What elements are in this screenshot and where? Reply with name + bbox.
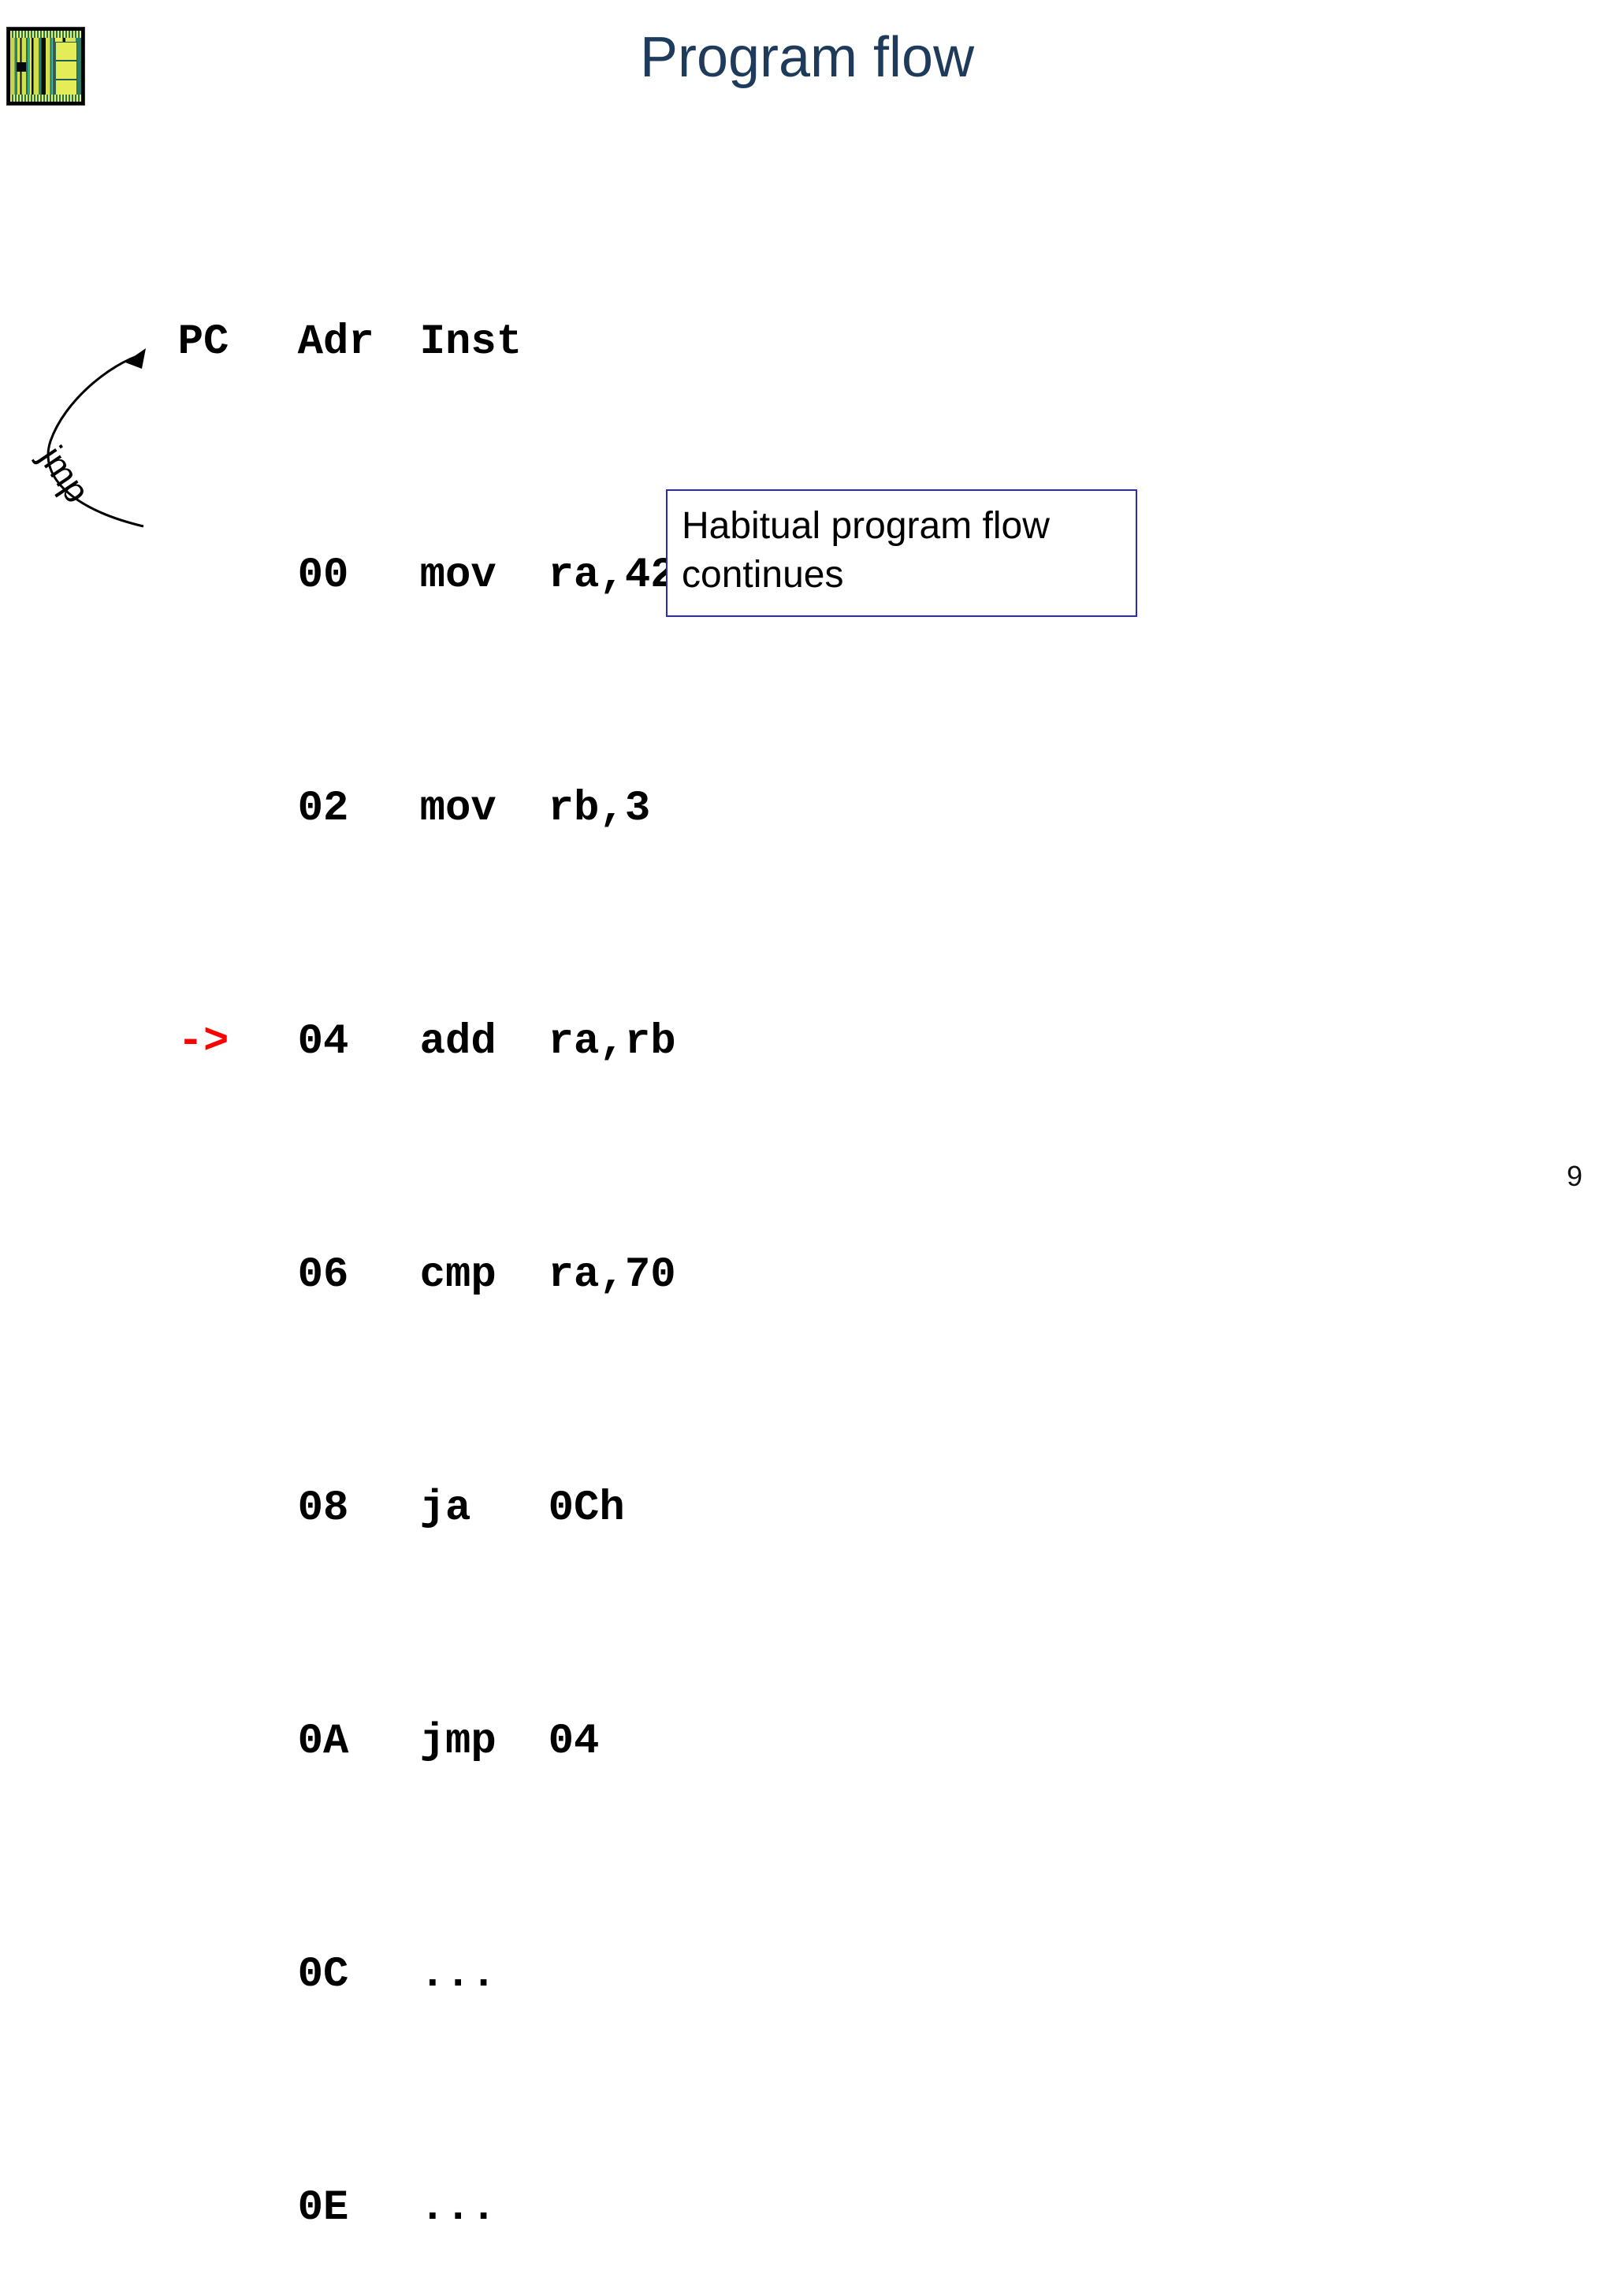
row-operands: 04 [548,1718,600,1766]
row-address: 0E [297,2184,349,2232]
row-mnemonic: mov [419,785,496,833]
row-address: 00 [297,552,349,600]
row-mnemonic: add [419,1018,496,1066]
row-address: 02 [297,785,349,833]
listing-row-current: -> 04 add ra,rb [76,955,676,1066]
row-mnemonic: ... [419,2184,496,2232]
die-band-top [10,31,81,38]
cpu-die-icon [6,27,85,106]
header-adr: Adr [297,318,374,366]
die-band-bottom [10,95,81,102]
listing-row: 00 mov ra,42 [76,489,676,600]
row-mnemonic: ... [419,1951,496,1999]
row-address: 06 [297,1251,349,1299]
listing-row: 0A jmp 04 [76,1655,676,1766]
row-address: 04 [297,1018,349,1066]
page-title: Program flow [639,26,975,89]
listing-row: 0E... [76,2121,676,2232]
row-operands: ra,70 [548,1251,676,1299]
die-block-2 [55,61,77,80]
callout-text: Habitual program flow continues [682,505,1050,596]
listing-row: 06 cmp ra,70 [76,1188,676,1299]
row-address: 08 [297,1484,349,1533]
header-pc: PC [177,318,229,366]
row-operands: 0Ch [548,1484,625,1533]
row-mnemonic: cmp [419,1251,496,1299]
die-hole [17,62,26,72]
row-address: 0C [297,1951,349,1999]
row-address: 0A [297,1718,349,1766]
row-operands: ra,42 [548,552,676,600]
header-inst: Inst [419,318,523,366]
row-pc-marker: -> [177,1018,229,1066]
page-number: 9 [1566,1160,1582,1192]
row-mnemonic: jmp [419,1718,496,1766]
row-operands: ra,rb [548,1018,676,1066]
row-mnemonic: mov [419,552,496,600]
row-operands: rb,3 [548,785,651,833]
listing-row: 08 ja 0Ch [76,1421,676,1533]
die-vline-right [51,35,54,97]
listing-row: 02 mov rb,3 [76,722,676,833]
callout-box: Habitual program flow continues [666,489,1137,617]
die-vline-left [28,35,30,97]
die-block-1 [55,42,77,61]
row-mnemonic: ja [419,1484,471,1533]
assembly-listing: PC Adr Inst 00 mov ra,42 02 mov rb,3 -> 04 add ra… [76,139,676,2238]
listing-header-row: PC Adr Inst [76,255,676,366]
listing-row: 0C... [76,1888,676,1999]
